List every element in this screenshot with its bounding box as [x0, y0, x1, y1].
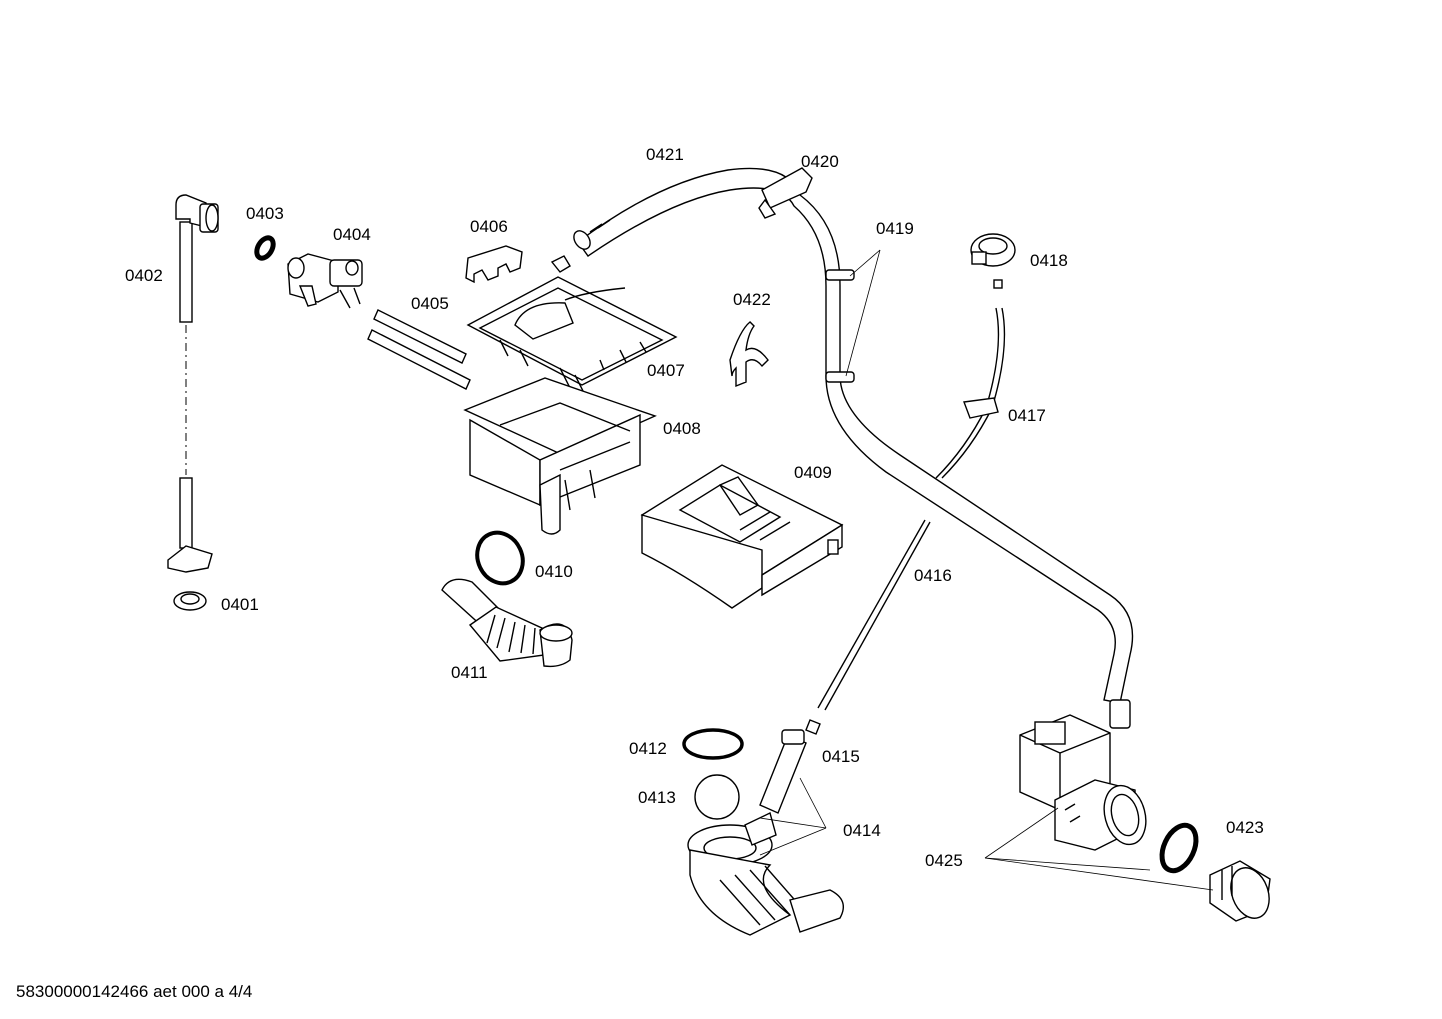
part-0408-tray-housing	[463, 377, 657, 535]
label-0418: 0418	[1030, 251, 1068, 270]
label-0421: 0421	[646, 145, 684, 164]
label-0407: 0407	[647, 361, 685, 380]
label-0404: 0404	[333, 225, 371, 244]
part-0418-pressure-switch	[970, 233, 1016, 289]
label-0409: 0409	[794, 463, 832, 482]
label-0410: 0410	[535, 562, 573, 581]
part-0411-bellows-hose	[441, 578, 573, 668]
label-0402: 0402	[125, 266, 163, 285]
part-0417-hose-clip	[935, 307, 1006, 479]
label-0419: 0419	[876, 219, 914, 238]
part-0402-inlet-hose	[167, 194, 219, 573]
part-pump-filter	[1209, 860, 1271, 922]
part-0401-filter	[173, 591, 207, 611]
part-0403-washer	[254, 235, 276, 261]
part-0406-clip	[465, 245, 523, 284]
label-0413: 0413	[638, 788, 676, 807]
part-0413-ball	[694, 774, 740, 820]
label-0420: 0420	[801, 152, 839, 171]
label-0414: 0414	[843, 821, 881, 840]
part-0404-valve	[287, 253, 363, 309]
part-0407-dispenser-cover	[466, 255, 678, 392]
part-0420-bracket	[758, 167, 813, 219]
part-0409-detergent-drawer	[640, 464, 844, 609]
part-0425-drain-pump	[1019, 714, 1147, 851]
part-0414-sump	[687, 812, 844, 936]
label-0405: 0405	[411, 294, 449, 313]
part-0422-clip	[729, 321, 769, 388]
part-0415-pressure-tube	[759, 719, 821, 814]
leader-lines	[759, 777, 1214, 891]
part-0419-clamps	[825, 249, 881, 383]
label-0425: 0425	[925, 851, 963, 870]
part-0410-gasket	[475, 530, 525, 586]
label-0416: 0416	[914, 566, 952, 585]
part-0423-ring	[1159, 822, 1199, 874]
label-0422: 0422	[733, 290, 771, 309]
label-0417: 0417	[1008, 406, 1046, 425]
label-0412: 0412	[629, 739, 667, 758]
part-0405-hoses	[367, 309, 471, 390]
part-0412-ring	[682, 728, 744, 760]
label-0401: 0401	[221, 595, 259, 614]
label-0423: 0423	[1226, 818, 1264, 837]
label-0403: 0403	[246, 204, 284, 223]
part-0416-pressure-hose	[817, 519, 931, 711]
label-0415: 0415	[822, 747, 860, 766]
label-0408: 0408	[663, 419, 701, 438]
label-0406: 0406	[470, 217, 508, 236]
label-0411: 0411	[451, 663, 488, 682]
document-reference: 58300000142466 aet 000 a 4/4	[16, 982, 253, 1001]
